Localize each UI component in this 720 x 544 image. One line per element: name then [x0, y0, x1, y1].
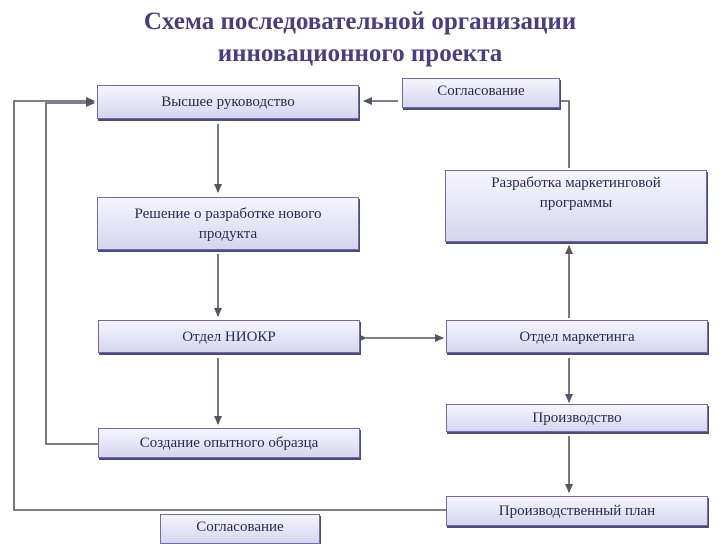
- node-marketing-program: Разработка маркетинговой программы: [445, 170, 707, 242]
- diagram-title: Схема последовательной организации иннов…: [0, 6, 720, 70]
- title-line-2: инновационного проекта: [217, 40, 503, 67]
- node-decision: Решение о разработке нового продукта: [97, 197, 359, 250]
- node-prototype: Создание опытного образца: [98, 428, 360, 458]
- node-production-plan: Производственный план: [446, 496, 708, 526]
- node-top-management: Высшее руководство: [97, 85, 359, 119]
- line-program-to-approval: [561, 100, 570, 168]
- title-line-1: Схема последовательной организации: [143, 8, 577, 35]
- node-approval-bottom: Согласование: [160, 514, 320, 544]
- loop-prototype-to-mgmt: [45, 99, 100, 445]
- node-rnd-department: Отдел НИОКР: [98, 320, 360, 353]
- node-marketing-department: Отдел маркетинга: [446, 320, 708, 353]
- loop-plan-to-mgmt: [13, 97, 448, 511]
- node-production: Производство: [446, 404, 708, 432]
- node-approval-top: Согласование: [402, 78, 560, 108]
